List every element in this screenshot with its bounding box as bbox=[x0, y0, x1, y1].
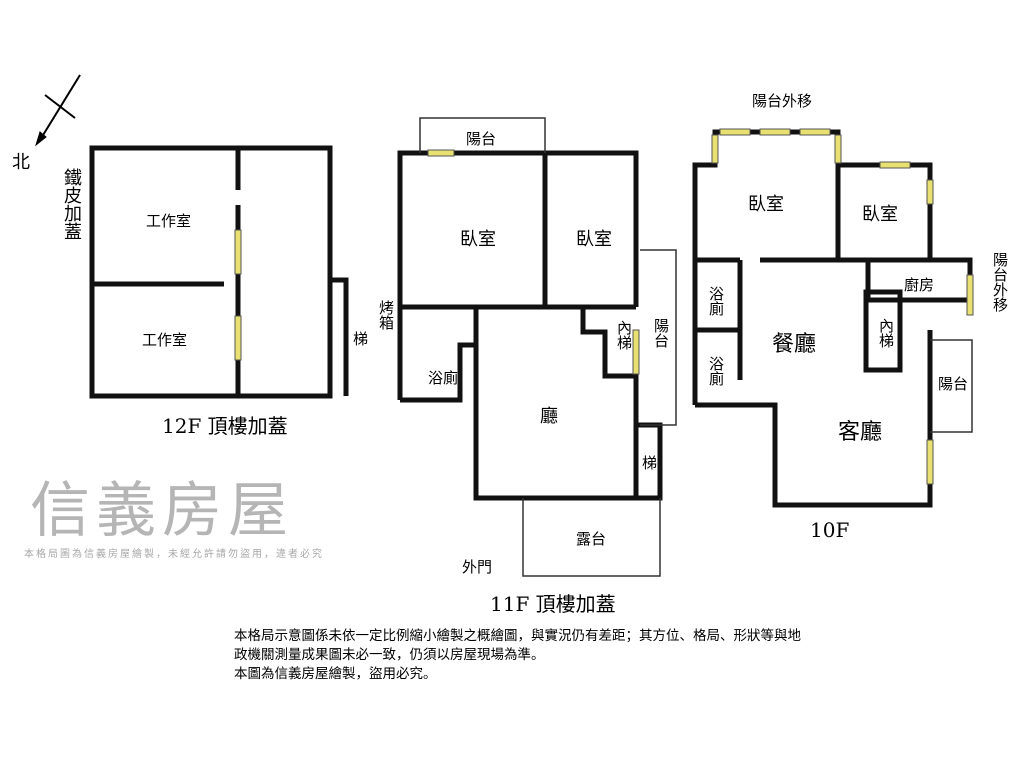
room-label: 餐廳 bbox=[772, 332, 817, 357]
disclaimer-line: 本圖為信義房屋繪製，盜用必究。 bbox=[234, 666, 437, 682]
floor-title: 11F 頂樓加蓋 bbox=[490, 592, 616, 616]
room-label: 臥室 bbox=[576, 229, 612, 250]
room-label: 陽台 bbox=[938, 375, 969, 393]
room-label: 客廳 bbox=[838, 420, 883, 445]
floor-title: 10F bbox=[810, 518, 850, 542]
door-label: 外門 bbox=[462, 558, 493, 576]
room-label: 內梯 bbox=[877, 318, 895, 348]
room-label: 臥室 bbox=[862, 204, 898, 225]
floor-title: 12F 頂樓加蓋 bbox=[162, 414, 288, 438]
room-label: 烤箱 bbox=[377, 300, 395, 330]
north-label: 北 bbox=[12, 152, 30, 173]
stairs-label: 梯 bbox=[353, 330, 369, 348]
stairs-label: 梯 bbox=[642, 454, 658, 472]
floor-12-walls bbox=[89, 145, 349, 399]
room-label: 臥室 bbox=[748, 194, 784, 215]
room-label: 陽台 bbox=[466, 130, 497, 148]
room-label: 浴廁 bbox=[707, 356, 725, 386]
room-label: 廳 bbox=[540, 406, 558, 427]
room-label: 浴廁 bbox=[707, 286, 725, 316]
room-label: 廚房 bbox=[904, 276, 935, 294]
room-label: 工作室 bbox=[142, 331, 188, 349]
watermark-brand: 信義房屋 bbox=[30, 476, 294, 546]
watermark-notice: 本格局圖為信義房屋繪製，未經允許請勿盜用，違者必究 bbox=[24, 549, 324, 560]
disclaimer: 本格局示意圖係未依一定比例縮小繪製之概繪圖，與實況仍有差距；其方位、格局、形狀等… bbox=[234, 627, 814, 684]
room-label: 露台 bbox=[576, 530, 607, 548]
room-label: 陽台 bbox=[652, 318, 670, 348]
room-label: 臥室 bbox=[460, 229, 496, 250]
room-label: 陽台外移 bbox=[991, 252, 1009, 312]
room-label: 工作室 bbox=[146, 212, 192, 230]
room-label: 陽台外移 bbox=[752, 92, 813, 110]
disclaimer-line: 本格局示意圖係未依一定比例縮小繪製之概繪圖，與實況仍有差距；其方位、格局、形狀等… bbox=[234, 628, 801, 663]
floor-11-walls bbox=[397, 150, 663, 501]
room-label: 內梯 bbox=[615, 320, 633, 350]
room-label: 浴廁 bbox=[428, 369, 459, 387]
roof-label: 鐵皮加蓋 bbox=[61, 168, 82, 240]
